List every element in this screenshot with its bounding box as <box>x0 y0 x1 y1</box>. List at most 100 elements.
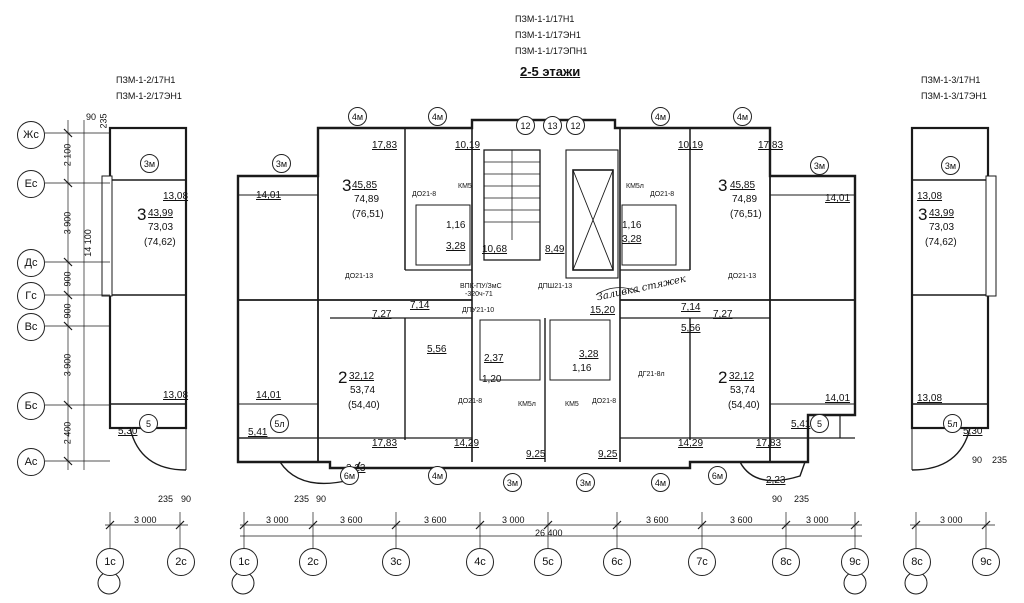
marker: 3м <box>941 156 960 175</box>
marker: 5 <box>810 414 829 433</box>
door-label: КМ5л <box>518 401 536 408</box>
door-label: ВПК-ПУ/ЗмС <box>460 283 502 290</box>
center-code-2: ПЗМ-1-1/17ЭН1 <box>515 30 581 40</box>
center-code-3: ПЗМ-1-1/17ЭПН1 <box>515 46 588 56</box>
dim-span-2: 3 600 <box>340 515 363 525</box>
marker: 5 <box>139 414 158 433</box>
apt-total: 74,89 <box>354 194 380 205</box>
door-label: -320ч-71 <box>465 291 493 298</box>
center-code-1: ПЗМ-1-1/17Н1 <box>515 14 575 24</box>
apt-rooms: 3 <box>918 205 928 224</box>
dim-v-3: 900 <box>62 271 73 287</box>
apt-rooms: 2 <box>338 368 348 387</box>
room-area: 5,41 <box>248 427 268 438</box>
apt-gross: (54,40) <box>728 400 760 411</box>
dim-v-1: 2 100 <box>62 143 73 167</box>
door-label: ДПУ21-10 <box>462 307 495 314</box>
room-area: 3,28 <box>579 349 599 360</box>
dim-span-4: 3 000 <box>502 515 525 525</box>
apt-total: 53,74 <box>730 385 756 396</box>
room-area: 9,25 <box>598 449 618 460</box>
room-area: 14,01 <box>256 190 282 201</box>
room-area: 13,08 <box>917 191 943 202</box>
apt-gross: (74,62) <box>925 237 957 248</box>
dim-small-2: 235 <box>98 113 109 129</box>
apt-living: 32,12 <box>349 371 375 382</box>
door-label: ДПШ21-13 <box>538 283 573 290</box>
room-area: 15,20 <box>590 305 616 316</box>
room-area: 5,56 <box>681 323 701 334</box>
axis-col-1: 1с <box>230 548 258 576</box>
dim-small-10: 235 <box>992 455 1008 465</box>
right-code-1: ПЗМ-1-3/17Н1 <box>921 75 981 85</box>
apt-gross: (54,40) <box>348 400 380 411</box>
marker: 4м <box>428 466 447 485</box>
dim-v-6: 2 400 <box>62 421 73 445</box>
door-label: ДО21-8 <box>412 191 437 198</box>
axis-row-zh: Жс <box>17 121 45 149</box>
door-label: ДО21-13 <box>345 273 374 280</box>
apt-rooms: 2 <box>718 368 728 387</box>
room-area: 17,83 <box>372 140 398 151</box>
room-area: 2,23 <box>766 475 786 486</box>
axis-col-3: 3с <box>382 548 410 576</box>
room-area: 17,83 <box>756 438 782 449</box>
axis-col-left-1: 1с <box>96 548 124 576</box>
dim-small-6: 90 <box>316 494 327 504</box>
axis-row-v: Вс <box>17 313 45 341</box>
marker: 6м <box>708 466 727 485</box>
axis-col-7: 7с <box>688 548 716 576</box>
dim-v-5: 3 900 <box>62 353 73 377</box>
floor-title: 2-5 этажи <box>520 64 581 79</box>
room-area: 13,08 <box>163 390 189 401</box>
door-label: ДО21-8 <box>458 398 483 405</box>
marker: 5л <box>943 414 962 433</box>
marker: 4м <box>348 107 367 126</box>
dim-total: 26 400 <box>535 528 563 538</box>
apt-living: 43,99 <box>929 208 955 219</box>
room-area: 10,68 <box>482 244 508 255</box>
apt-total: 53,74 <box>350 385 376 396</box>
marker: 12 <box>516 116 535 135</box>
axis-row-a: Ас <box>17 448 45 476</box>
door-label: КМ5 <box>458 183 472 190</box>
room-area: 14,29 <box>678 438 704 449</box>
axis-row-g: Гс <box>17 282 45 310</box>
marker: 3м <box>503 473 522 492</box>
room-area: 2,37 <box>484 353 504 364</box>
right-code-2: ПЗМ-1-3/17ЭН1 <box>921 91 987 101</box>
dim-right-bottom: 3 000 <box>940 515 963 525</box>
axis-row-d: Дс <box>17 249 45 277</box>
room-area: 1,20 <box>482 374 502 385</box>
dim-v-total: 14 100 <box>82 229 93 257</box>
room-area: 5,30 <box>963 426 983 437</box>
axis-col-right-1: 8с <box>903 548 931 576</box>
door-label: ДГ21-8л <box>638 371 665 378</box>
axis-col-8: 8с <box>772 548 800 576</box>
room-area: 1,16 <box>446 220 466 231</box>
room-area: 14,01 <box>825 393 851 404</box>
room-area: 14,01 <box>825 193 851 204</box>
main-building-outline <box>236 118 857 470</box>
axis-col-6: 6с <box>603 548 631 576</box>
dim-small-8: 235 <box>794 494 810 504</box>
apt-gross: (74,62) <box>144 237 176 248</box>
door-label: ДО21-13 <box>728 273 757 280</box>
room-area: 10,19 <box>455 140 481 151</box>
room-area: 1,16 <box>622 220 642 231</box>
marker: 4м <box>428 107 447 126</box>
door-label: ДО21-8 <box>650 191 675 198</box>
marker: 3м <box>272 154 291 173</box>
door-label: КМ5 <box>565 401 579 408</box>
room-area: 7,14 <box>681 302 701 313</box>
dim-span-5: 3 600 <box>646 515 669 525</box>
marker: 6м <box>340 466 359 485</box>
room-area: 7,14 <box>410 300 430 311</box>
apt-gross: (76,51) <box>352 209 384 220</box>
room-area: 17,83 <box>758 140 784 151</box>
marker: 3м <box>576 473 595 492</box>
left-code-2: ПЗМ-1-2/17ЭН1 <box>116 91 182 101</box>
dim-small-7: 90 <box>772 494 783 504</box>
marker: 4м <box>733 107 752 126</box>
